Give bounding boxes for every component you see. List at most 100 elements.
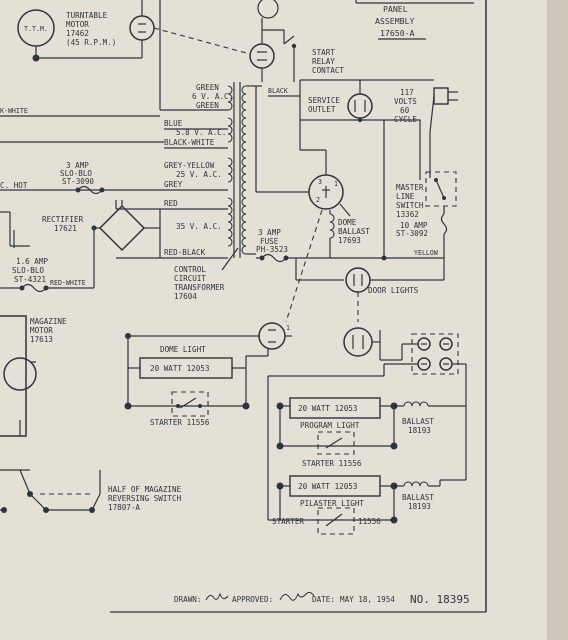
- pilaster-starter-label: STARTER: [272, 517, 304, 526]
- svg-text:18193: 18193: [408, 426, 431, 435]
- svg-text:BALLAST: BALLAST: [402, 493, 434, 502]
- door-lights: DOOR LIGHTS: [296, 258, 445, 360]
- svg-text:5.8 V. A.C.: 5.8 V. A.C.: [176, 128, 226, 137]
- svg-text:RED: RED: [164, 199, 178, 208]
- svg-text:6 V. A.C.: 6 V. A.C.: [192, 92, 233, 101]
- pilaster-light-title: PILASTER LIGHT: [300, 499, 364, 508]
- magazine-motor: MAGAZINE MOTOR 17613: [0, 315, 67, 437]
- svg-text:BALLAST: BALLAST: [402, 417, 434, 426]
- pilaster-lamp-rating: 20 WATT 12053: [298, 482, 357, 491]
- svg-text:10 AMP: 10 AMP: [400, 221, 428, 230]
- svg-text:TRANSFORMER: TRANSFORMER: [174, 283, 225, 292]
- svg-text:1: 1: [286, 324, 290, 332]
- drawing-number: NO. 18395: [410, 593, 470, 606]
- start-relay: START RELAY CONTACT: [249, 0, 344, 82]
- title-line-3: 17650-A: [380, 28, 415, 38]
- service-outlet: SERVICE OUTLET 117 VOLTS 60 CYCLE: [300, 79, 458, 133]
- svg-text:DOOR LIGHTS: DOOR LIGHTS: [368, 286, 419, 295]
- program-light: 20 WATT 12053 BALLAST 18193 PROGRAM LIGH…: [276, 397, 466, 468]
- paper-edge: [548, 0, 568, 640]
- svg-text:1: 1: [334, 180, 338, 188]
- master-line-switch: MASTER LINE SWITCH 13362 10 AMP ST-3092 …: [381, 132, 457, 261]
- svg-text:MOTOR: MOTOR: [66, 20, 89, 29]
- date-label: DATE:: [312, 595, 335, 604]
- svg-text:PH-3523: PH-3523: [256, 245, 288, 254]
- svg-text:18193: 18193: [408, 502, 431, 511]
- svg-text:OUTLET: OUTLET: [308, 105, 336, 114]
- svg-text:ST-3092: ST-3092: [396, 229, 428, 238]
- svg-text:35 V. A.C.: 35 V. A.C.: [176, 222, 222, 231]
- svg-text:BLACK: BLACK: [268, 87, 288, 95]
- svg-text:YELLOW: YELLOW: [414, 249, 438, 257]
- svg-text:SWITCH: SWITCH: [396, 201, 424, 210]
- svg-text:ST-3090: ST-3090: [62, 177, 94, 186]
- drawn-signature: [205, 592, 229, 601]
- lamp-bus: [267, 333, 467, 520]
- svg-text:FUSE: FUSE: [260, 237, 279, 246]
- svg-text:VOLTS: VOLTS: [394, 97, 417, 106]
- svg-text:1.6 AMP: 1.6 AMP: [16, 257, 48, 266]
- dome-light: 1 DOME LIGHT 20 WATT 12053 STARTER 11556: [124, 322, 292, 427]
- svg-text:BLACK-WHITE: BLACK-WHITE: [164, 138, 215, 147]
- svg-text:2: 2: [316, 196, 320, 204]
- dome-ballast: 3 1 2 DOME BALLAST 17693: [256, 120, 385, 323]
- svg-text:3: 3: [318, 178, 322, 186]
- svg-text:MAGAZINE: MAGAZINE: [30, 317, 67, 326]
- dome-light-title: DOME LIGHT: [160, 345, 206, 354]
- svg-text:GREY: GREY: [164, 180, 183, 189]
- fuse-3-amp: 3 AMP FUSE PH-3523: [256, 228, 330, 280]
- title-line-1: PANEL: [383, 4, 408, 14]
- title-line-2: ASSEMBLY: [375, 16, 415, 26]
- svg-text:ST-4321: ST-4321: [14, 275, 46, 284]
- svg-text:17693: 17693: [338, 236, 361, 245]
- svg-text:13362: 13362: [396, 210, 419, 219]
- reversing-switch: HALF OF MAGAZINE REVERSING SWITCH 17807-…: [0, 469, 182, 513]
- program-lamp-rating: 20 WATT 12053: [298, 404, 357, 413]
- svg-text:17807-A: 17807-A: [108, 503, 140, 512]
- svg-text:SERVICE: SERVICE: [308, 96, 340, 105]
- drawn-label: DRAWN:: [174, 595, 201, 604]
- svg-text:TURNTABLE: TURNTABLE: [66, 11, 108, 20]
- svg-text:SLO-BLO: SLO-BLO: [12, 266, 44, 275]
- pilaster-light: 20 WATT 12053 BALLAST 18193 PILASTER LIG…: [268, 475, 466, 535]
- svg-text:MASTER: MASTER: [396, 183, 424, 192]
- svg-text:DOME: DOME: [338, 218, 357, 227]
- approved-signature: [279, 591, 315, 601]
- svg-text:HALF OF MAGAZINE: HALF OF MAGAZINE: [108, 485, 182, 494]
- svg-text:RED-WHITE: RED-WHITE: [50, 279, 86, 287]
- svg-text:17462: 17462: [66, 29, 89, 38]
- svg-text:25 V. A.C.: 25 V. A.C.: [176, 170, 222, 179]
- svg-text:SLO-BLO: SLO-BLO: [60, 169, 92, 178]
- svg-text:RELAY: RELAY: [312, 57, 335, 66]
- svg-text:17621: 17621: [54, 224, 77, 233]
- svg-text:K-WHITE: K-WHITE: [0, 107, 28, 115]
- svg-text:REVERSING SWITCH: REVERSING SWITCH: [108, 494, 182, 503]
- svg-text:CONTROL: CONTROL: [174, 265, 206, 274]
- svg-text:GREY-YELLOW: GREY-YELLOW: [164, 161, 215, 170]
- svg-text:60: 60: [400, 106, 410, 115]
- svg-text:17604: 17604: [174, 292, 197, 301]
- svg-text:117: 117: [400, 88, 414, 97]
- svg-text:MOTOR: MOTOR: [30, 326, 53, 335]
- approved-label: APPROVED:: [232, 595, 273, 604]
- program-light-title: PROGRAM LIGHT: [300, 421, 360, 430]
- program-starter-label: STARTER 11556: [302, 459, 362, 468]
- turntable-motor: T.T.M. TURNTABLE MOTOR 17462 (45 R.P.M.): [17, 0, 251, 110]
- svg-text:11556: 11556: [358, 517, 381, 526]
- svg-text:RECTIFIER: RECTIFIER: [42, 215, 84, 224]
- svg-text:GREEN: GREEN: [196, 101, 219, 110]
- drawing-footer: DRAWN: APPROVED: DATE: MAY 18, 1954 NO. …: [110, 591, 486, 613]
- svg-text:17613: 17613: [30, 335, 53, 344]
- title-block: PANEL ASSEMBLY 17650-A: [355, 0, 487, 612]
- fuse-1-6-amp: 1.6 AMP SLO-BLO ST-4321 RED-WHITE: [0, 257, 95, 293]
- svg-text:(45 R.P.M.): (45 R.P.M.): [66, 38, 116, 47]
- svg-text:CIRCUIT: CIRCUIT: [174, 274, 206, 283]
- svg-text:RED-BLACK: RED-BLACK: [164, 248, 206, 257]
- svg-text:START: START: [312, 48, 335, 57]
- svg-text:BALLAST: BALLAST: [338, 227, 370, 236]
- svg-text:LINE: LINE: [396, 192, 415, 201]
- dome-lamp-rating: 20 WATT 12053: [150, 364, 209, 373]
- svg-text:GREEN: GREEN: [196, 83, 219, 92]
